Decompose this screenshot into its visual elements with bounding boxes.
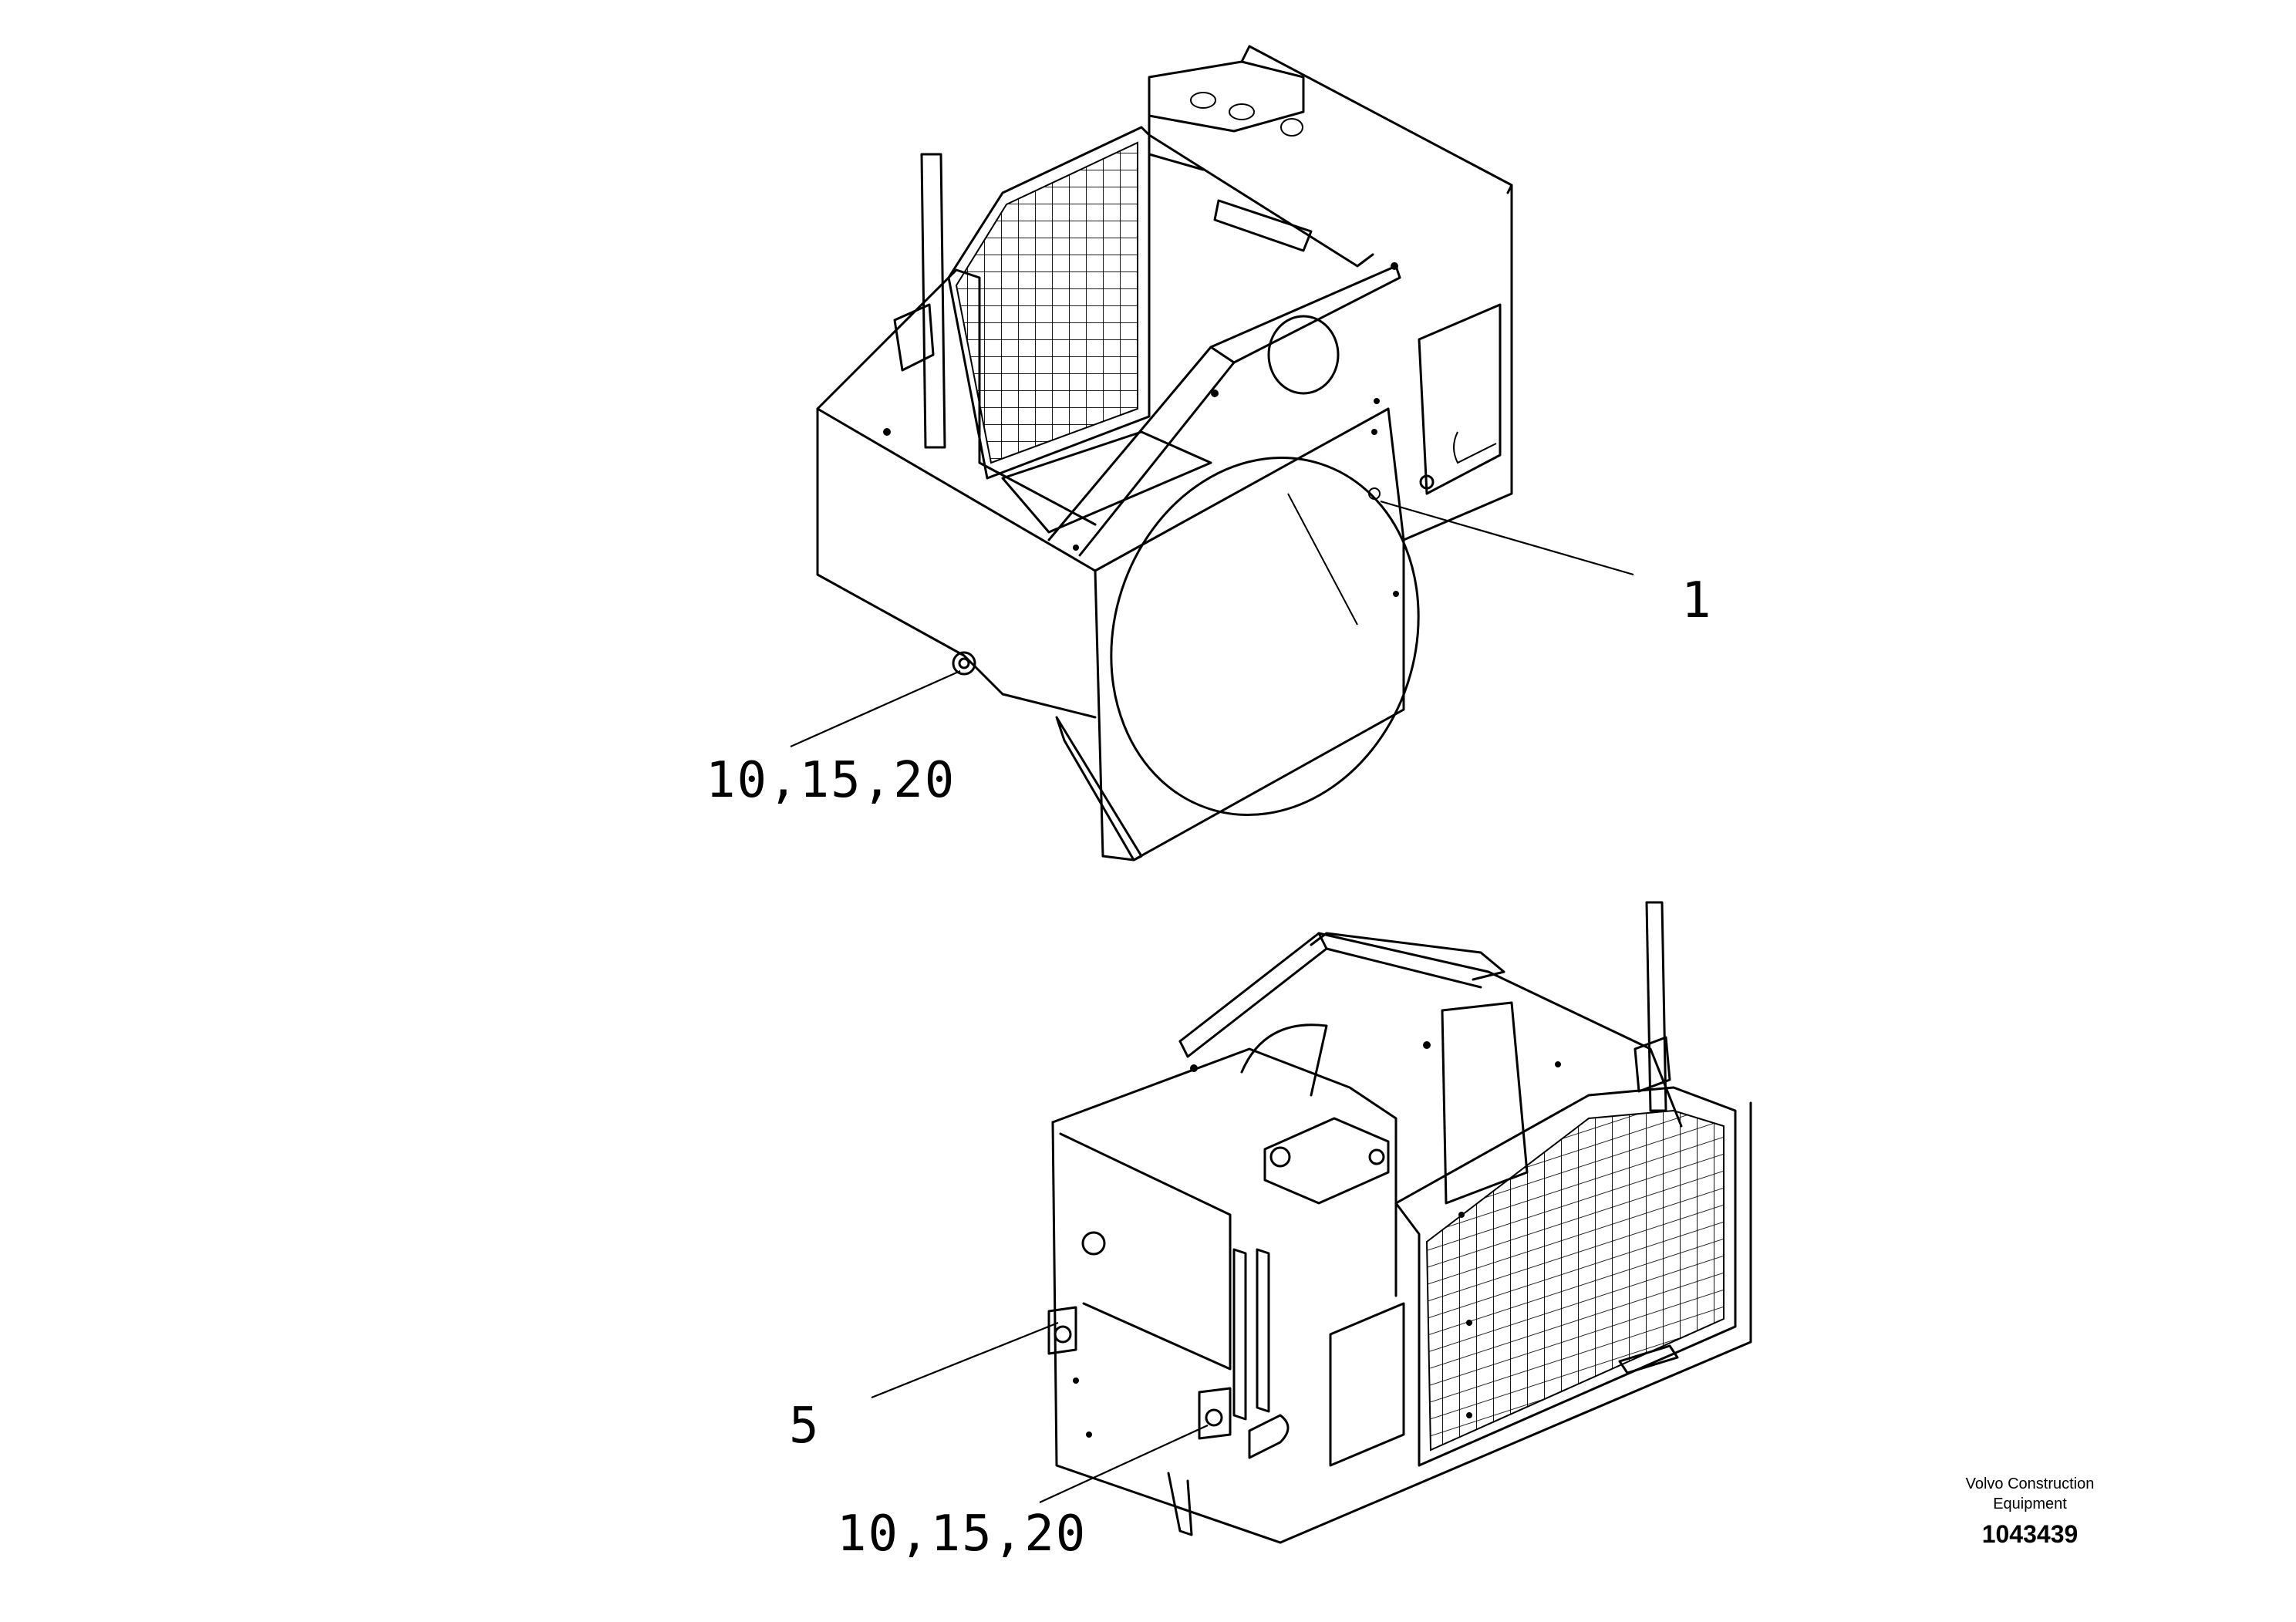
brand-name-line1: Volvo Construction <box>1966 1475 2095 1492</box>
callout-upper-fasteners: 10,15,20 <box>706 752 956 809</box>
callout-lower-fasteners: 10,15,20 <box>837 1506 1087 1563</box>
drawing-number: 1043439 <box>1982 1520 2079 1548</box>
leader-line-lower-fasteners <box>1039 1425 1209 1503</box>
callout-part-1: 1 <box>1681 572 1713 629</box>
leader-line-upper-fasteners <box>790 669 961 748</box>
brand-name-line2: Equipment <box>1993 1496 2067 1512</box>
upper-radiator-housing <box>816 45 1513 862</box>
leader-line-part-5 <box>871 1321 1059 1399</box>
lower-radiator-housing <box>1047 901 1752 1544</box>
leader-line-part-1 <box>1380 500 1634 576</box>
callout-part-5: 5 <box>789 1398 821 1455</box>
